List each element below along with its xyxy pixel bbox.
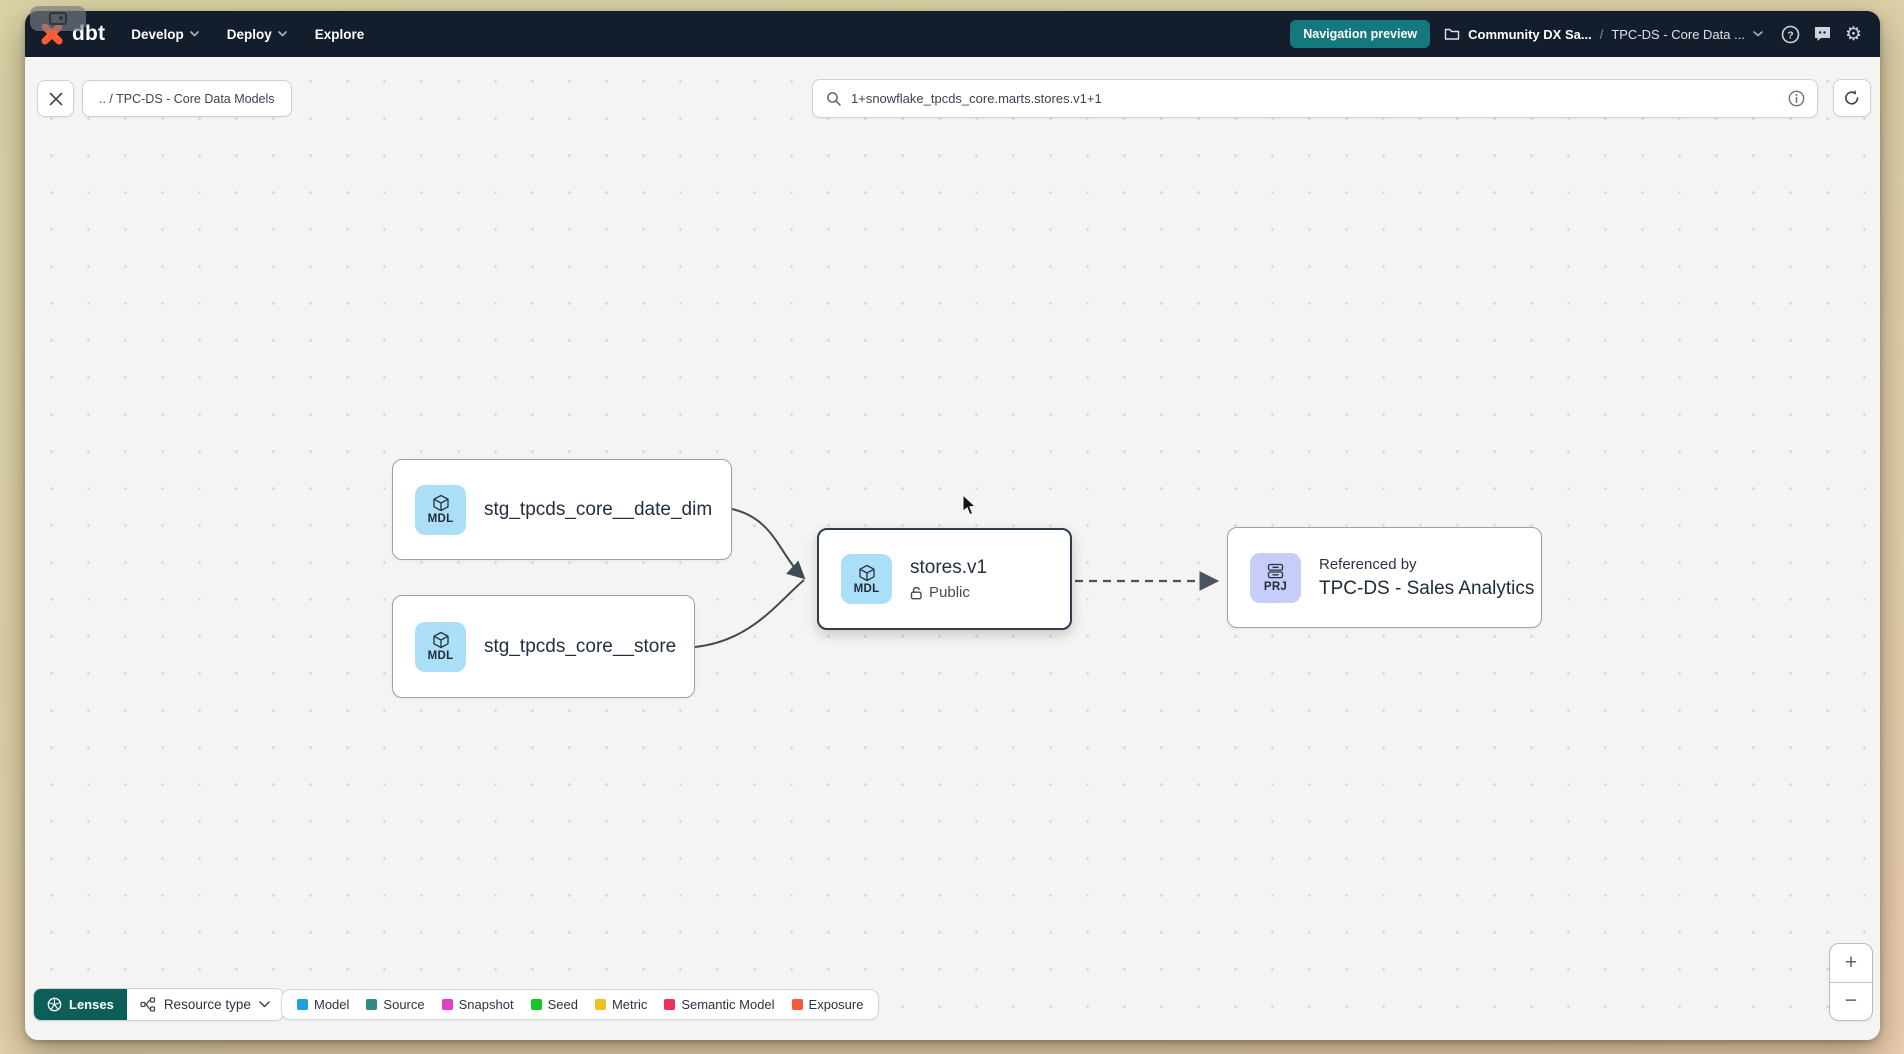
lenses-label: Lenses xyxy=(69,997,114,1012)
legend-item-exposure: Exposure xyxy=(791,997,864,1012)
edge-store-to-stores xyxy=(694,579,805,648)
help-icon[interactable]: ? xyxy=(1781,25,1800,44)
settings-gear-icon[interactable]: ⚙ xyxy=(1844,23,1862,45)
search-icon xyxy=(827,91,841,106)
cube-icon xyxy=(858,564,875,581)
node-stores-v1-selected[interactable]: MDL stores.v1 Public xyxy=(817,528,1072,630)
chevron-down-icon[interactable] xyxy=(1753,31,1763,37)
selector-search-input[interactable] xyxy=(851,91,1779,106)
mouse-cursor xyxy=(962,495,977,516)
zoom-out-button[interactable]: − xyxy=(1844,989,1858,1013)
edge-date-dim-to-stores xyxy=(731,508,806,580)
refresh-lineage-button[interactable] xyxy=(1833,79,1871,117)
legend-item-metric: Metric xyxy=(594,997,648,1012)
legend-item-model: Model xyxy=(297,997,349,1012)
legend-item-seed: Seed xyxy=(530,997,578,1012)
navigation-preview-badge[interactable]: Navigation preview xyxy=(1290,20,1431,48)
project-badge: PRJ xyxy=(1250,552,1301,603)
access-row: Public xyxy=(910,584,987,601)
legend-swatch xyxy=(594,999,606,1010)
close-lineage-button[interactable] xyxy=(37,80,74,117)
legend-item-source: Source xyxy=(366,997,425,1012)
feedback-icon[interactable] xyxy=(1813,25,1832,43)
legend-item-semantic-model: Semantic Model xyxy=(664,997,775,1012)
legend-swatch xyxy=(366,999,378,1010)
lineage-canvas[interactable]: .. / TPC-DS - Core Data Models xyxy=(25,57,1880,1040)
resource-graph-icon xyxy=(140,997,155,1012)
nav-right-section: Navigation preview Community DX Sa... / … xyxy=(1290,20,1862,48)
legend-item-snapshot: Snapshot xyxy=(441,997,514,1012)
lenses-control-group: Lenses Resource type xyxy=(33,988,284,1021)
dbt-cloud-window: dbt Develop Deploy Explore Navigation pr… xyxy=(25,11,1880,1040)
node-label: stg_tpcds_core__store xyxy=(484,635,677,657)
cube-icon xyxy=(432,494,449,512)
nav-item-deploy[interactable]: Deploy xyxy=(227,27,287,42)
chevron-down-icon xyxy=(277,31,287,37)
nav-utility-icons: ? ⚙ xyxy=(1781,25,1862,44)
legend-label: Metric xyxy=(611,997,648,1012)
legend-label: Exposure xyxy=(808,997,864,1012)
refresh-icon xyxy=(1845,90,1859,105)
model-badge: MDL xyxy=(841,554,892,604)
zoom-controls: + − xyxy=(1829,943,1873,1021)
legend-label: Source xyxy=(383,997,425,1012)
lineage-path-chip[interactable]: .. / TPC-DS - Core Data Models xyxy=(82,80,292,117)
screen-recording-indicator xyxy=(30,6,86,31)
nav-item-label: Deploy xyxy=(226,26,272,42)
nav-menu: Develop Deploy Explore xyxy=(131,27,364,42)
resource-type-legend: Model Source Snapshot Seed Metric Semant… xyxy=(281,989,880,1020)
lenses-button[interactable]: Lenses xyxy=(34,989,127,1020)
nav-item-develop[interactable]: Develop xyxy=(131,27,199,42)
node-referenced-by-project[interactable]: PRJ Referenced by TPC-DS - Sales Analyti… xyxy=(1227,527,1542,628)
referenced-by-title: Referenced by xyxy=(1319,555,1417,573)
legend-swatch xyxy=(530,999,542,1010)
legend-swatch xyxy=(297,999,308,1010)
node-text: Referenced by TPC-DS - Sales Analytics xyxy=(1319,556,1534,600)
zoom-in-button[interactable]: + xyxy=(1830,944,1872,983)
breadcrumb: Community DX Sa... / TPC-DS - Core Data … xyxy=(1444,27,1763,42)
badge-label: MDL xyxy=(427,513,454,525)
model-badge: MDL xyxy=(415,621,466,672)
breadcrumb-account[interactable]: Community DX Sa... xyxy=(1468,26,1592,42)
legend-label: Semantic Model xyxy=(681,997,775,1012)
legend-label: Model xyxy=(314,997,350,1012)
node-label: stores.v1 xyxy=(910,557,988,578)
nav-item-label: Explore xyxy=(314,26,365,42)
legend-swatch xyxy=(791,999,803,1010)
breadcrumb-separator: / xyxy=(1599,26,1604,42)
model-badge: MDL xyxy=(415,484,466,535)
legend-swatch xyxy=(441,999,453,1010)
badge-label: PRJ xyxy=(1263,580,1288,593)
node-text: stores.v1 Public xyxy=(910,557,987,601)
badge-label: MDL xyxy=(427,650,454,662)
badge-label: MDL xyxy=(853,582,880,595)
node-label: stg_tpcds_core__date_dim xyxy=(484,498,713,520)
legend-swatch xyxy=(664,999,676,1010)
close-icon xyxy=(49,92,62,105)
lock-open-icon xyxy=(910,586,922,599)
svg-text:?: ? xyxy=(1787,29,1793,41)
lens-aperture-icon xyxy=(47,997,62,1012)
breadcrumb-project[interactable]: TPC-DS - Core Data ... xyxy=(1611,26,1745,42)
resource-type-dropdown[interactable]: Resource type xyxy=(126,989,283,1020)
nav-item-explore[interactable]: Explore xyxy=(315,27,365,42)
legend-label: Snapshot xyxy=(458,997,514,1012)
legend-label: Seed xyxy=(547,997,578,1012)
cube-icon xyxy=(432,631,449,649)
top-navigation-bar: dbt Develop Deploy Explore Navigation pr… xyxy=(25,11,1880,57)
info-icon[interactable] xyxy=(1788,90,1805,107)
lineage-selector-searchbar xyxy=(812,79,1818,118)
resource-type-label: Resource type xyxy=(163,997,251,1012)
folder-icon xyxy=(1444,28,1460,40)
referenced-project-name: TPC-DS - Sales Analytics xyxy=(1319,577,1535,599)
chevron-down-icon xyxy=(189,31,199,37)
stacked-drawers-icon xyxy=(1267,563,1284,578)
access-label: Public xyxy=(929,584,970,601)
camera-window-icon xyxy=(49,12,67,25)
chevron-down-icon xyxy=(259,1001,270,1008)
node-stg-tpcds-core-date-dim[interactable]: MDL stg_tpcds_core__date_dim xyxy=(392,459,732,560)
node-stg-tpcds-core-store[interactable]: MDL stg_tpcds_core__store xyxy=(392,595,695,698)
nav-item-label: Develop xyxy=(131,26,184,42)
